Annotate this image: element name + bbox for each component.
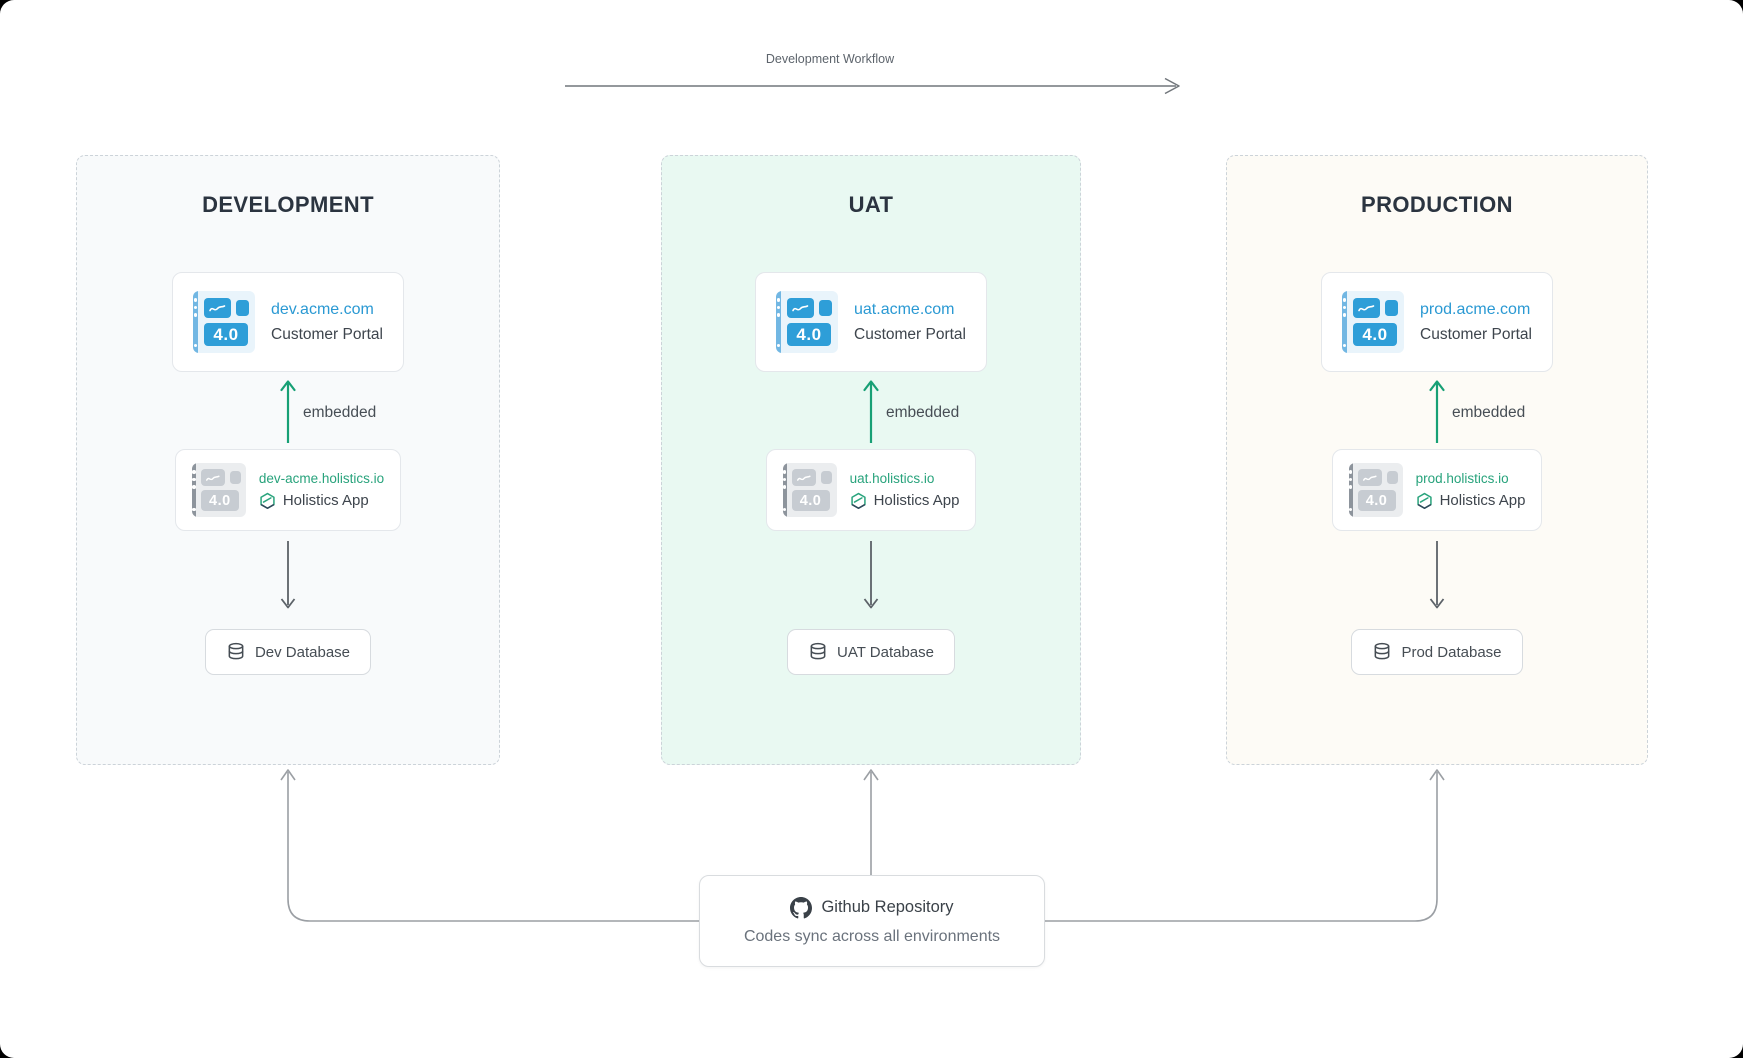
chart-tile-icon [787, 298, 814, 318]
holistics-domain: dev-acme.holistics.io [258, 470, 385, 486]
embedded-arrow: embedded [1227, 377, 1647, 449]
workflow-right-arrow-icon [565, 77, 1180, 95]
database-box: UAT Database [787, 629, 955, 675]
up-arrow-green-icon [280, 380, 296, 443]
holistics-logo-icon [1416, 492, 1432, 509]
holistics-domain: prod.holistics.io [1415, 470, 1509, 486]
database-icon [810, 642, 826, 660]
up-arrow-green-icon [1429, 380, 1445, 443]
environment-panel-production: PRODUCTION 4.0 prod.acme.com [1226, 155, 1648, 765]
portal-label: Customer Portal [271, 325, 383, 343]
embedded-arrow: embedded [662, 377, 1080, 449]
holistics-app-card: 4.0 uat.holistics.io Holistics App [765, 449, 977, 531]
github-repository-box: Github Repository Codes sync across all … [699, 875, 1045, 967]
version-badge: 4.0 [204, 323, 248, 346]
chart-tile-icon [1357, 469, 1382, 486]
square-tile-icon [819, 300, 832, 316]
database-label: Dev Database [254, 643, 351, 661]
holistics-app-card: 4.0 prod.holistics.io Holistics App [1331, 449, 1543, 531]
workflow-label: Development Workflow [765, 52, 895, 66]
portal-domain: uat.acme.com [854, 300, 955, 318]
holistics-logo-icon [260, 492, 275, 509]
database-label: Prod Database [1401, 643, 1502, 661]
square-tile-icon [1386, 471, 1398, 484]
dashboard-icon: 4.0 [776, 291, 838, 353]
to-database-arrow [277, 539, 299, 619]
database-box: Prod Database [1351, 629, 1523, 675]
square-tile-icon [1385, 300, 1398, 316]
version-badge: 4.0 [791, 490, 830, 511]
customer-portal-card: 4.0 uat.acme.com Customer Portal [755, 272, 987, 372]
dashboard-icon-sidebar [776, 291, 781, 353]
chart-tile-icon [204, 298, 231, 318]
up-arrow-green-icon [863, 380, 879, 443]
holistics-label: Holistics App [1439, 492, 1526, 509]
square-tile-icon [820, 471, 832, 484]
dashboard-icon: 4.0 [1342, 291, 1404, 353]
environment-panel-uat: UAT 4.0 uat.acme.com Cus [661, 155, 1081, 765]
dashboard-icon-sidebar [191, 463, 196, 517]
embedded-label: embedded [886, 404, 960, 421]
environment-panel-development: DEVELOPMENT 4.0 dev.acme.com [76, 155, 500, 765]
dashboard-icon-gray: 4.0 [191, 463, 246, 517]
holistics-label: Holistics App [873, 492, 960, 509]
customer-portal-card: 4.0 prod.acme.com Customer Portal [1321, 272, 1553, 372]
square-tile-icon [229, 471, 241, 484]
database-icon [1375, 642, 1390, 660]
square-tile-icon [236, 300, 249, 316]
holistics-label: Holistics App [282, 492, 369, 509]
dashboard-icon-sidebar [1348, 463, 1353, 517]
holistics-logo-icon [850, 492, 866, 509]
version-badge: 4.0 [1353, 323, 1397, 346]
environment-title: PRODUCTION [1361, 192, 1513, 217]
version-badge: 4.0 [1357, 490, 1396, 511]
chart-tile-icon [1353, 298, 1380, 318]
chart-tile-icon [200, 469, 225, 486]
dashboard-icon-gray: 4.0 [1348, 463, 1403, 517]
dashboard-icon-gray: 4.0 [782, 463, 837, 517]
down-arrow-icon [863, 541, 879, 609]
environment-title: UAT [848, 192, 894, 217]
dashboard-icon-sidebar [1342, 291, 1347, 353]
database-icon [228, 642, 244, 660]
version-badge: 4.0 [787, 323, 831, 346]
version-badge: 4.0 [200, 490, 239, 511]
database-label: UAT Database [837, 643, 934, 661]
github-icon [790, 896, 813, 918]
github-to-production-arrow [1044, 769, 1445, 922]
dashboard-icon-sidebar [782, 463, 787, 517]
holistics-app-card: 4.0 dev-acme.holistics.io Holistics App [174, 449, 402, 531]
chart-tile-icon [791, 469, 816, 486]
customer-portal-card: 4.0 dev.acme.com Customer Portal [172, 272, 404, 372]
embedded-arrow: embedded [77, 377, 499, 449]
portal-domain: prod.acme.com [1420, 300, 1531, 318]
github-subtitle: Codes sync across all environments [743, 927, 1001, 945]
github-title: Github Repository [821, 898, 954, 916]
portal-domain: dev.acme.com [271, 300, 374, 318]
environment-title: DEVELOPMENT [202, 192, 374, 217]
portal-label: Customer Portal [1420, 325, 1532, 343]
dashboard-icon: 4.0 [193, 291, 255, 353]
down-arrow-icon [280, 541, 296, 609]
embedded-label: embedded [1452, 404, 1526, 421]
dashboard-icon-sidebar [193, 291, 198, 353]
database-box: Dev Database [204, 629, 372, 675]
down-arrow-icon [1429, 541, 1445, 609]
embedded-label: embedded [303, 404, 377, 421]
holistics-domain: uat.holistics.io [849, 470, 935, 486]
github-to-development-arrow [280, 769, 700, 922]
to-database-arrow [1426, 539, 1448, 619]
github-to-uat-arrow [863, 769, 879, 876]
to-database-arrow [860, 539, 882, 619]
portal-label: Customer Portal [854, 325, 966, 343]
